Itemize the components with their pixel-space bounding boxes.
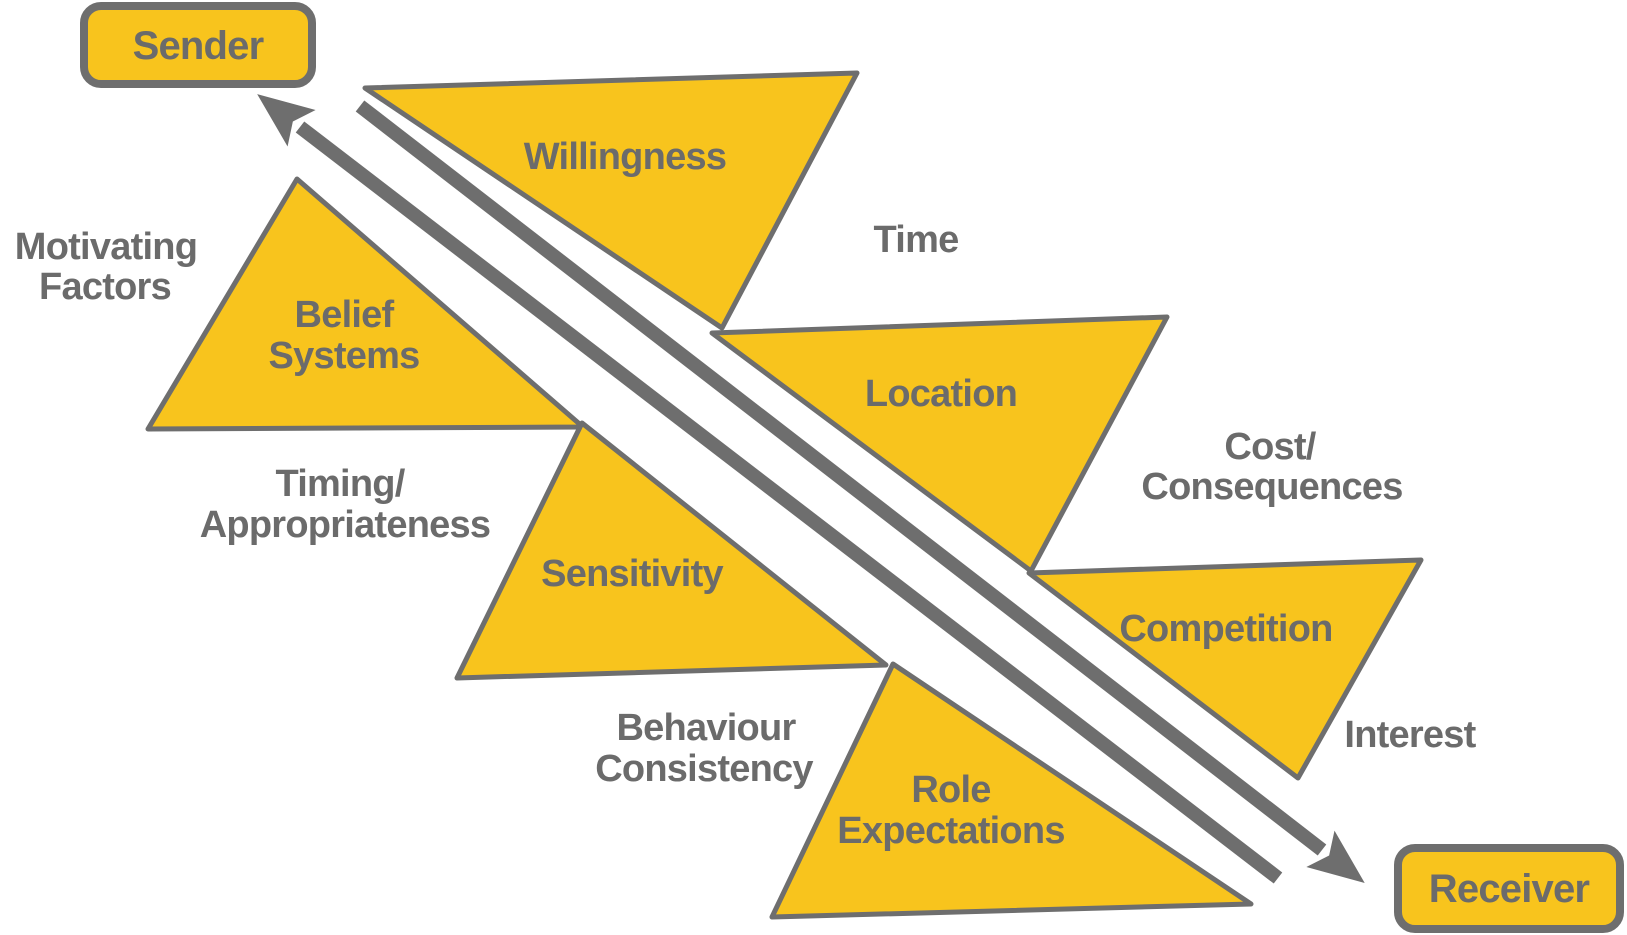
- belief-systems-label-line2: Systems: [268, 335, 419, 377]
- role-expectations-triangle: [769, 661, 1254, 920]
- timing-appropriateness-label-line2: Appropriateness: [200, 504, 491, 546]
- sender-label: Sender: [133, 24, 264, 68]
- role-expectations-label-line1: Role: [911, 769, 990, 811]
- cost-consequences-label-line1: Cost/: [1224, 426, 1316, 468]
- timing-appropriateness-label-line1: Timing/: [275, 463, 405, 505]
- arrow-to-receiver: [355, 100, 1365, 884]
- behaviour-consistency-label-line2: Consistency: [595, 748, 813, 790]
- competition-label: Competition: [1119, 608, 1332, 650]
- cost-consequences-label-line2: Consequences: [1141, 466, 1402, 508]
- receiver-label: Receiver: [1429, 867, 1590, 911]
- belief-systems-triangle: [145, 176, 586, 432]
- role-expectations-label-line2: Expectations: [837, 810, 1064, 852]
- arrow-to-sender: [257, 94, 1283, 884]
- sensitivity-triangle: [454, 420, 889, 681]
- competition-triangle: [1026, 557, 1424, 781]
- motivating-factors-label-line1: Motivating: [15, 226, 197, 268]
- receiver-node: [1394, 844, 1624, 933]
- belief-systems-label-line1: Belief: [295, 294, 395, 336]
- willingness-label: Willingness: [524, 136, 726, 178]
- sender-node: [80, 2, 316, 88]
- location-triangle: [709, 314, 1170, 574]
- motivating-factors-label-line2: Factors: [39, 266, 171, 308]
- behaviour-consistency-label-line1: Behaviour: [617, 707, 797, 749]
- willingness-triangle: [362, 70, 860, 331]
- time-label: Time: [874, 219, 959, 261]
- sensitivity-label: Sensitivity: [541, 553, 723, 595]
- location-label: Location: [865, 373, 1017, 415]
- interest-label: Interest: [1344, 714, 1476, 756]
